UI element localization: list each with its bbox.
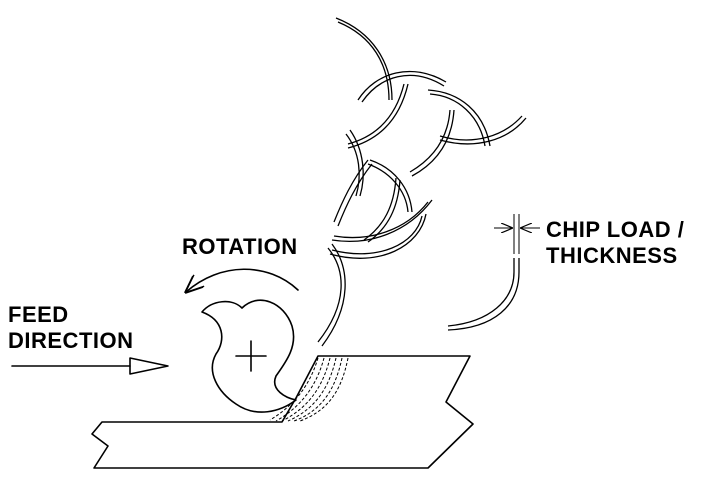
chip-load-label-line1: CHIP LOAD / xyxy=(546,217,684,242)
machined-surface-hatch xyxy=(269,357,349,422)
chip xyxy=(427,89,491,147)
chip xyxy=(411,109,455,177)
chip xyxy=(317,247,342,343)
chip xyxy=(361,74,445,103)
chip xyxy=(337,21,390,101)
chip xyxy=(331,215,423,255)
chip xyxy=(369,159,413,213)
cutter-tooth xyxy=(201,299,297,413)
chip xyxy=(337,163,373,227)
chip xyxy=(439,115,523,141)
workpiece xyxy=(91,355,474,469)
chip xyxy=(333,159,369,223)
center-mark-icon xyxy=(235,340,267,372)
chip xyxy=(333,201,429,239)
feed-direction-arrow xyxy=(11,357,169,375)
feed-label-line1: FEED xyxy=(8,302,69,327)
chip xyxy=(345,133,360,197)
chip xyxy=(329,213,427,259)
chip-thickness-detail xyxy=(447,258,520,331)
chip xyxy=(357,70,447,101)
rotation-arrow xyxy=(186,268,299,292)
chip xyxy=(409,109,451,173)
chip xyxy=(367,179,401,243)
chip xyxy=(335,17,393,101)
chip xyxy=(367,163,409,213)
chip xyxy=(321,243,346,347)
chip xyxy=(349,129,364,197)
thickness-dimension xyxy=(494,214,540,254)
chip-load-label-line2: THICKNESS xyxy=(546,243,678,268)
rotation-label: ROTATION xyxy=(182,234,298,259)
feed-label-line2: DIRECTION xyxy=(8,328,134,353)
chips-cloud xyxy=(317,17,527,347)
chip xyxy=(347,83,409,149)
chip xyxy=(439,117,527,145)
chip xyxy=(429,93,486,147)
chip xyxy=(331,199,433,242)
